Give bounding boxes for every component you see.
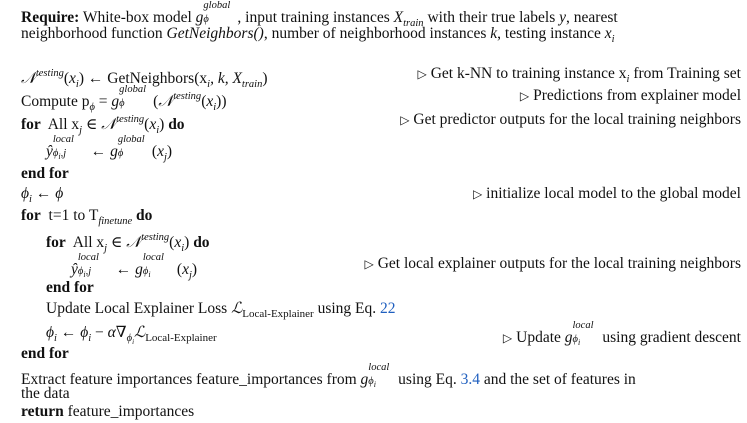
comment-get-knn: ▷Get k-NN to training instance xi from T… <box>417 65 741 85</box>
comment-predictor-outputs: ▷Get predictor outputs for the local tra… <box>400 111 741 128</box>
require-text-2: , input training instances <box>237 9 390 26</box>
require-text-3: with their true labels <box>427 9 556 26</box>
eq-ref-3-4[interactable]: 3.4 <box>460 371 480 388</box>
require-text-1: White-box model <box>82 9 192 26</box>
eq-ref-22[interactable]: 22 <box>380 300 396 317</box>
require-keyword: Require: <box>21 9 80 26</box>
comment-local-outputs: ▷Get local explainer outputs for the loc… <box>364 255 741 272</box>
comment-predictions: ▷Predictions from explainer model <box>519 87 741 104</box>
comment-initialize: ▷initialize local model to the global mo… <box>472 185 741 202</box>
